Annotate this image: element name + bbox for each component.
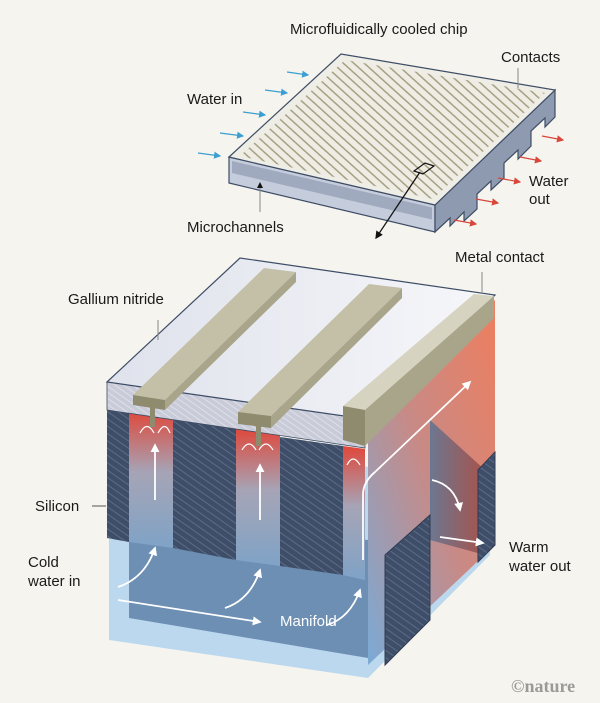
chip-overview — [197, 53, 565, 240]
silicon-fin-3 — [280, 437, 343, 575]
metal-contacts — [133, 268, 494, 446]
label-manifold: Manifold — [280, 613, 337, 630]
lower-silicon-block — [384, 513, 431, 667]
label-microchannels: Microchannels — [187, 219, 284, 236]
label-water-in: Water in — [187, 91, 242, 108]
contacts-pattern — [240, 60, 545, 199]
flow-arrows — [117, 380, 485, 626]
label-contacts: Contacts — [501, 49, 560, 66]
label-silicon: Silicon — [35, 498, 79, 515]
outlet-channel — [430, 420, 485, 555]
label-water-out-2: out — [529, 191, 551, 208]
microchannels-pointer-icon — [257, 182, 263, 188]
label-water-out-1: Water — [529, 173, 568, 190]
label-cold-water-in-2: water in — [27, 573, 81, 590]
label-cold-water-in-1: Cold — [28, 554, 59, 571]
label-warm-water-out-2: water out — [508, 558, 572, 575]
cross-section — [92, 257, 497, 678]
microchannel-openings — [232, 160, 432, 220]
silicon-fin-2 — [173, 419, 236, 560]
label-warm-water-out-1: Warm — [509, 539, 548, 556]
microchannel-1 — [129, 410, 173, 548]
microchannel-3 — [343, 446, 365, 580]
chip-right-face — [434, 88, 556, 234]
diagram-title: Microfluidically cooled chip — [290, 21, 468, 38]
zoom-arrow — [375, 171, 421, 240]
microchannel-2 — [236, 428, 280, 566]
water-in-arrows — [197, 70, 310, 159]
nature-credit: ©nature — [511, 676, 575, 696]
silicon-fin-1 — [107, 407, 129, 542]
outlet-silicon-wall — [477, 450, 496, 564]
water-out-arrows — [453, 135, 565, 227]
label-gallium-nitride: Gallium nitride — [68, 291, 164, 308]
label-metal-contact: Metal contact — [455, 249, 545, 266]
